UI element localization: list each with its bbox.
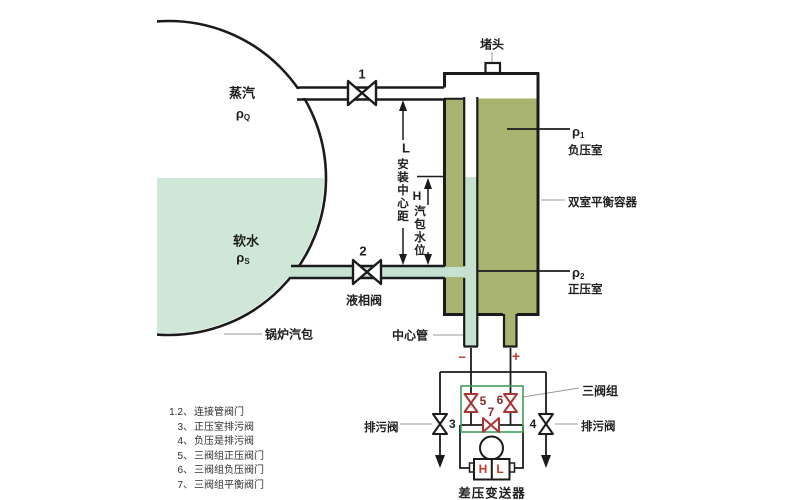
plug-label: 堵头 [479,37,505,52]
legend-item: 1.2、连接管阀门 [169,407,244,418]
drum-water [157,178,324,333]
dim-H [417,175,444,265]
valve-7-icon [482,417,500,433]
valve-6-number: 6 [496,393,504,407]
valve-2-number: 2 [359,243,367,259]
valve-group-leader-line [522,387,580,398]
valve-group-label: 三阀组 [582,384,619,398]
drain-valve-right-label: 排污阀 [581,421,616,433]
center-tube-label: 中心管 [391,328,429,343]
dim-L-letter: L [402,140,410,156]
pipe2-channel [445,267,465,277]
plus-sign: + [511,348,521,364]
valve-3-number: 3 [449,417,456,431]
valve-2-icon [351,258,383,286]
balance-vessel [443,52,540,348]
valve-4-number: 4 [529,417,537,431]
valve-6-icon [503,393,518,413]
three-valve-box [460,385,524,433]
valve-5-number: 5 [479,394,487,408]
valve-1-icon [346,79,378,107]
legend-item: 7、三阀组平衡阀门 [177,479,264,491]
valve-1-number: 1 [358,66,366,82]
water-label: 软水 [232,233,260,249]
vessel-steam-space [445,74,538,99]
plug [484,61,502,75]
boiler-drum [157,19,328,337]
drain-arrow-left [435,455,445,468]
minus-sign: − [458,349,466,365]
rho2-label: ρ2 [572,265,585,281]
drum-label: 锅炉汽包 [264,327,314,342]
valve-4-icon [538,413,554,435]
neg-chamber-label: 负压室 [568,145,603,157]
liquid-valve-label: 液相阀 [345,293,383,308]
steam-density-label: ρQ [235,106,251,122]
legend: 1.2、连接管阀门 3、正压室排污阀 4、负压是排污阀 5、三阀组正压阀门 6、… [163,406,264,494]
transmitter-body [468,435,516,481]
steam-label: 蒸汽 [228,85,256,101]
vessel-label: 双室平衡容器 [568,197,637,209]
dim-L-text: 安装中心距 [397,159,409,223]
dim-L [399,100,407,265]
transmitter-dome [479,435,504,461]
transmitter-label: 差压变送器 [458,486,526,500]
rho1-label: ρ1 [572,124,585,140]
drain-arrow-right [541,455,551,468]
legend-item: 5、三阀组正压阀门 [177,450,264,462]
plus-stub-fill [505,314,516,346]
dim-H-letter: H [412,189,422,203]
drain-valve-left-label: 排污阀 [364,422,399,434]
valve-3-icon [432,413,448,435]
center-tube-steam [465,98,477,177]
valve-5-icon [463,393,479,413]
leader-lines [224,199,580,425]
transmitter-l-label: L [496,462,504,476]
legend-item: 4、负压是排污阀 [177,436,254,448]
legend-item: 3、正压室排污阀 [177,421,254,433]
center-tube-walls [463,97,479,348]
legend-item: 6、三阀组负压阀门 [177,465,264,477]
vessel-liquid [445,98,538,314]
pos-chamber-label: 正压室 [568,284,603,296]
water-density-label: ρS [236,250,250,266]
valve-7-number: 7 [487,405,495,419]
center-tube-water [465,177,477,346]
steam-pipe [296,86,470,101]
transmitter-h-label: H [478,462,488,476]
dim-H-text: 汽包水位 [414,206,426,257]
